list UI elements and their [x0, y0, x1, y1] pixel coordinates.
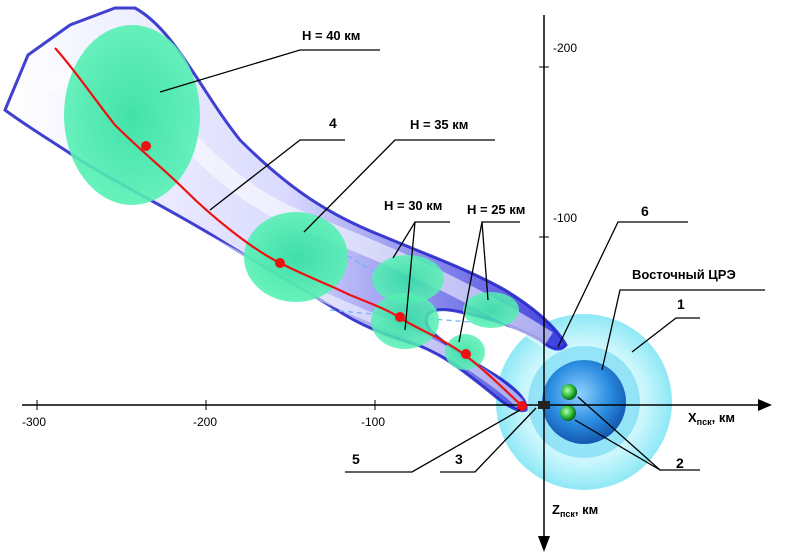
label-center: Восточный ЦРЭ: [632, 267, 736, 282]
leader-2-b: [574, 419, 661, 471]
label-h35: H = 35 км: [410, 117, 468, 132]
dispersion-ellipses: [64, 25, 519, 370]
z-axis-unit: , км: [575, 502, 598, 517]
z-axis-letter: Z: [552, 502, 560, 517]
ellipse-h30-upper: [372, 255, 444, 303]
x-axis-title: Xпск, км: [688, 410, 735, 427]
z-axis-title: Zпск, км: [552, 502, 598, 519]
x-tick-label: -200: [193, 415, 217, 429]
callout-6: 6: [641, 203, 649, 219]
x-axis-unit: , км: [712, 410, 735, 425]
leader-3: [440, 407, 537, 473]
leader-lines: [159, 49, 765, 473]
x-tick-label: -300: [22, 415, 46, 429]
z-tick-label: -200: [553, 41, 577, 55]
x-axis-subscript: пск: [697, 417, 712, 427]
leader-h25-b: [458, 221, 483, 343]
trajectory-end-point: [517, 401, 527, 411]
x-axis-arrow: [758, 399, 772, 411]
leader-center: [601, 289, 765, 371]
z-axis-arrow: [538, 536, 550, 552]
leader-6: [557, 221, 688, 348]
callout-5: 5: [352, 451, 360, 467]
leader-h35: [303, 139, 495, 233]
leader-5: [345, 409, 521, 473]
axes: [22, 15, 772, 552]
trajectory: [54, 47, 527, 411]
ellipse-h25-upper: [463, 292, 519, 328]
label-h40: H = 40 км: [302, 28, 360, 43]
satellite-1: [561, 384, 577, 400]
leader-h40: [159, 49, 380, 93]
x-tick-label: -100: [361, 415, 385, 429]
ellipse-h40: [64, 25, 200, 205]
leader-4: [209, 139, 345, 211]
leader-1: [631, 317, 700, 353]
callout-4: 4: [329, 115, 337, 131]
z-tick-label: -100: [553, 211, 577, 225]
trajectory-point-h40: [141, 141, 151, 151]
callout-3: 3: [455, 451, 463, 467]
leader-h30-b: [404, 221, 416, 331]
trajectory-point-h30: [395, 312, 405, 322]
callout-2: 2: [676, 455, 684, 471]
trajectory-line: [54, 47, 523, 407]
ellipse-h35: [244, 212, 348, 302]
label-h30: H = 30 км: [384, 198, 442, 213]
trajectory-point-h35: [275, 258, 285, 268]
callout-1: 1: [677, 296, 685, 312]
label-h25: H = 25 км: [467, 202, 525, 217]
x-axis-letter: X: [688, 410, 697, 425]
origin-marker: [538, 401, 550, 409]
trajectory-point-h25: [461, 349, 471, 359]
satellite-2: [560, 405, 576, 421]
z-axis-subscript: пск: [560, 509, 575, 519]
